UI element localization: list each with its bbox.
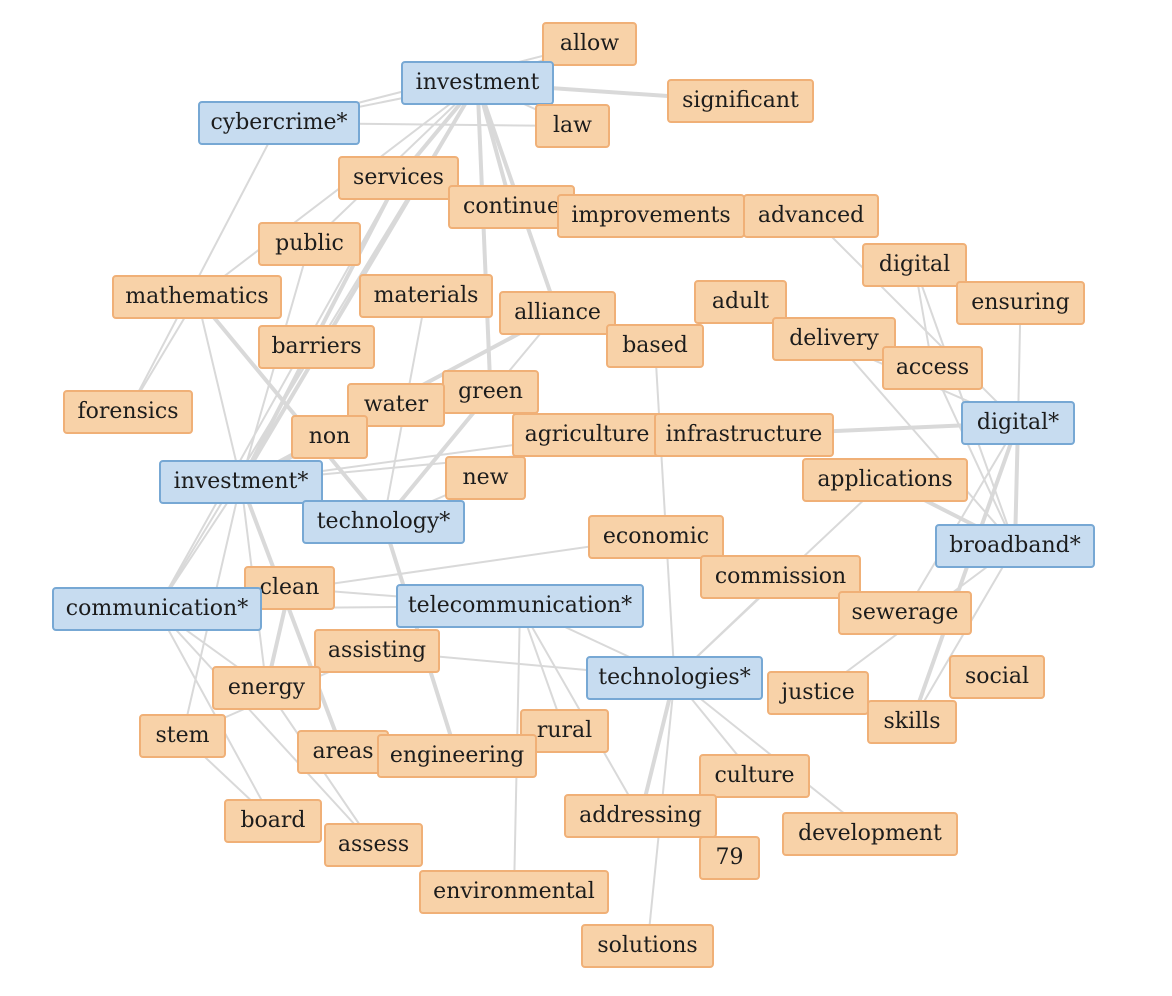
node-culture: culture — [699, 754, 810, 798]
node-law: law — [535, 104, 610, 148]
node-commission: commission — [700, 555, 861, 599]
node-investment: investment — [401, 61, 554, 105]
node-assisting: assisting — [314, 629, 440, 673]
node-social: social — [949, 655, 1045, 699]
node-barriers: barriers — [258, 325, 375, 369]
node-n79: 79 — [699, 836, 760, 880]
node-sewerage: sewerage — [838, 591, 972, 635]
node-justice: justice — [767, 671, 869, 715]
node-new: new — [445, 456, 526, 500]
node-access: access — [882, 346, 983, 390]
node-ensuring: ensuring — [956, 281, 1085, 325]
node-adult: adult — [694, 280, 787, 324]
node-broadband: broadband* — [935, 524, 1095, 568]
node-areas: areas — [297, 730, 389, 774]
edge-access-broadband — [931, 367, 1016, 547]
node-improvements: improvements — [557, 194, 745, 238]
node-advanced: advanced — [743, 194, 879, 238]
node-cybercrime: cybercrime* — [198, 101, 360, 145]
node-environmental: environmental — [419, 870, 609, 914]
node-telecommunication: telecommunication* — [396, 584, 644, 628]
node-allow: allow — [542, 22, 637, 66]
node-assess: assess — [324, 823, 423, 867]
node-services: services — [338, 156, 459, 200]
node-energy: energy — [212, 666, 321, 710]
node-public: public — [258, 222, 361, 266]
node-board: board — [224, 799, 322, 843]
edge-cybercrime-forensics — [127, 122, 280, 413]
node-alliance: alliance — [499, 291, 616, 335]
node-development: development — [782, 812, 958, 856]
node-infrastructure: infrastructure — [654, 413, 834, 457]
edge-investment-green — [475, 81, 493, 394]
node-mathematics: mathematics — [112, 275, 282, 319]
node-solutions: solutions — [581, 924, 714, 968]
node-stem: stem — [139, 714, 226, 758]
edge-digital_seed-skills — [910, 421, 1020, 724]
edge-advanced-digital_seed — [810, 215, 1019, 424]
node-agriculture: agriculture — [512, 413, 662, 457]
node-investment-seed: investment* — [159, 460, 323, 504]
edge-based-technologies — [654, 345, 676, 679]
node-green: green — [442, 370, 539, 414]
node-materials: materials — [359, 274, 493, 318]
node-engineering: engineering — [377, 734, 537, 778]
edge-communication-assess — [156, 608, 375, 846]
node-digital-term: digital — [862, 243, 967, 287]
node-technologies: technologies* — [586, 656, 763, 700]
node-digital-seed: digital* — [961, 401, 1075, 445]
edge-mathematics-technology — [195, 295, 386, 524]
node-significant: significant — [667, 79, 814, 123]
edge-investment-mathematics — [196, 82, 479, 298]
node-forensics: forensics — [63, 390, 193, 434]
node-based: based — [606, 324, 704, 368]
edge-digital_seed-sewerage — [904, 422, 1019, 614]
node-skills: skills — [867, 700, 957, 744]
node-continue: continue — [448, 185, 575, 229]
node-addressing: addressing — [564, 794, 717, 838]
edge-mathematics-investment_seed — [196, 296, 242, 483]
edge-investment_seed-areas — [239, 480, 345, 754]
node-communication: communication* — [52, 587, 262, 631]
edge-technologies-addressing — [638, 676, 677, 818]
node-delivery: delivery — [772, 317, 896, 361]
node-non: non — [291, 415, 368, 459]
node-economic: economic — [588, 515, 724, 559]
node-technology: technology* — [302, 500, 465, 544]
node-applications: applications — [802, 458, 968, 502]
